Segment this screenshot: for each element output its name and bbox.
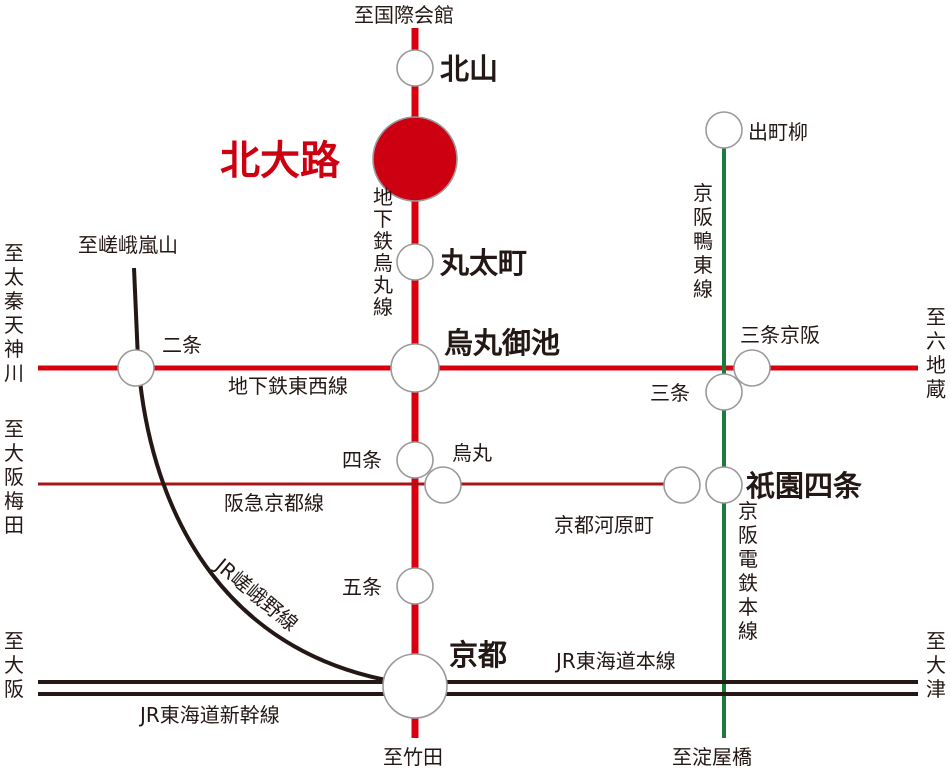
station-karasuma[interactable] — [424, 466, 462, 504]
station-kitayama[interactable] — [396, 49, 434, 87]
label-jr-sagano-line: JR嵯峨野線 — [209, 552, 302, 636]
stations — [117, 49, 771, 719]
label-gojo: 五条 — [342, 575, 382, 599]
label-sanjo: 三条 — [650, 381, 690, 405]
label-marutamachi: 丸太町 — [439, 246, 527, 280]
dest-yodoyabashi: 至淀屋橋 — [672, 745, 752, 769]
station-gion-shijo[interactable] — [705, 466, 743, 504]
label-karasuma-oike: 烏丸御池 — [444, 326, 560, 360]
vertical-char: 鉄 — [738, 571, 758, 595]
vertical-char: 阪 — [693, 205, 713, 229]
dest-south: 至竹田 — [383, 745, 443, 769]
station-sanjo[interactable] — [705, 373, 743, 411]
vertical-char: 線 — [693, 277, 713, 301]
label-kyoto: 京都 — [449, 638, 507, 672]
vertical-char: 川 — [4, 361, 24, 385]
vertical-char: 烏 — [373, 251, 393, 275]
vertical-char: 田 — [4, 513, 24, 537]
label-demachiyanagi: 出町柳 — [748, 120, 808, 144]
vertical-char: 六 — [926, 329, 946, 353]
rail-lines — [38, 28, 918, 738]
vertical-char: 大 — [926, 653, 946, 677]
label-kitayama: 北山 — [440, 52, 498, 86]
station-kyoto[interactable] — [382, 653, 448, 719]
vertical-char: 津 — [926, 677, 946, 701]
vertical-char: 本 — [738, 595, 758, 619]
vertical-char: 阪 — [4, 465, 24, 489]
vertical-char: 蔵 — [926, 377, 946, 401]
label-kitaoji: 北大路 — [220, 138, 341, 184]
jr-sagano-line — [132, 267, 411, 686]
vertical-char: 大 — [4, 653, 24, 677]
vertical-char: 鴨 — [693, 229, 713, 253]
label-hankyu-line: 阪急京都線 — [224, 491, 324, 515]
station-nijo[interactable] — [117, 349, 155, 387]
vertical-char: 神 — [4, 337, 24, 361]
vertical-char: 阪 — [738, 523, 758, 547]
vertical-char: 東 — [693, 253, 713, 277]
dest-north: 至国際会館 — [354, 3, 454, 27]
vertical-char: 天 — [4, 313, 24, 337]
vertical-char: 線 — [373, 295, 393, 319]
vertical-char: 至 — [4, 417, 24, 441]
station-kyoto-kawaramachi[interactable] — [663, 466, 701, 504]
vertical-char: 鉄 — [373, 229, 393, 253]
station-demachiyanagi[interactable] — [705, 111, 743, 149]
vertical-char: 地 — [373, 185, 393, 209]
label-sanjo-keihan: 三条京阪 — [740, 323, 820, 347]
label-tozai-line: 地下鉄東西線 — [228, 374, 348, 398]
station-sanjo-keihan[interactable] — [733, 349, 771, 387]
station-kitaoji[interactable] — [372, 116, 458, 202]
vertical-char: 秦 — [4, 289, 24, 313]
station-shijo[interactable] — [396, 441, 434, 479]
vertical-char: 太 — [4, 265, 24, 289]
vertical-char: 下 — [373, 207, 393, 231]
vertical-char: 至 — [4, 241, 24, 265]
vertical-char: 京 — [738, 499, 758, 523]
label-nijo: 二条 — [162, 333, 202, 357]
station-gojo[interactable] — [396, 567, 434, 605]
station-marutamachi[interactable] — [396, 243, 434, 281]
vertical-char: 阪 — [4, 677, 24, 701]
dest-osaka: 至大阪 — [4, 629, 24, 701]
label-karasuma: 烏丸 — [452, 441, 492, 465]
vertical-char: 丸 — [373, 273, 393, 297]
vertical-char: 線 — [738, 619, 758, 643]
vertical-char: 梅 — [4, 489, 24, 513]
station-karasuma-oike[interactable] — [390, 343, 440, 393]
label-shijo: 四条 — [342, 448, 382, 472]
label-kyoto-kawaramachi: 京都河原町 — [554, 513, 654, 537]
vertical-char: 至 — [4, 629, 24, 653]
vertical-char: 至 — [926, 305, 946, 329]
vertical-char: 電 — [738, 547, 758, 571]
label-gion-shijo: 祇園四条 — [746, 469, 862, 503]
label-jr-tokaido-line: JR東海道本線 — [554, 649, 676, 673]
label-jr-shinkansen-line: JR東海道新幹線 — [138, 703, 280, 727]
dest-otsu: 至大津 — [926, 629, 946, 701]
destination-labels: 至国際会館 至竹田 至嵯峨嵐山 至淀屋橋 — [78, 3, 752, 769]
vertical-char: 地 — [926, 353, 946, 377]
dest-saga-arashiyama: 至嵯峨嵐山 — [78, 233, 178, 257]
vertical-char: 大 — [4, 441, 24, 465]
vertical-char: 至 — [926, 629, 946, 653]
vertical-char: 京 — [693, 181, 713, 205]
station-labels: 北山 北大路 丸太町 烏丸御池 四条 烏丸 五条 京都 二条 出町柳 三条京阪 … — [162, 52, 862, 672]
